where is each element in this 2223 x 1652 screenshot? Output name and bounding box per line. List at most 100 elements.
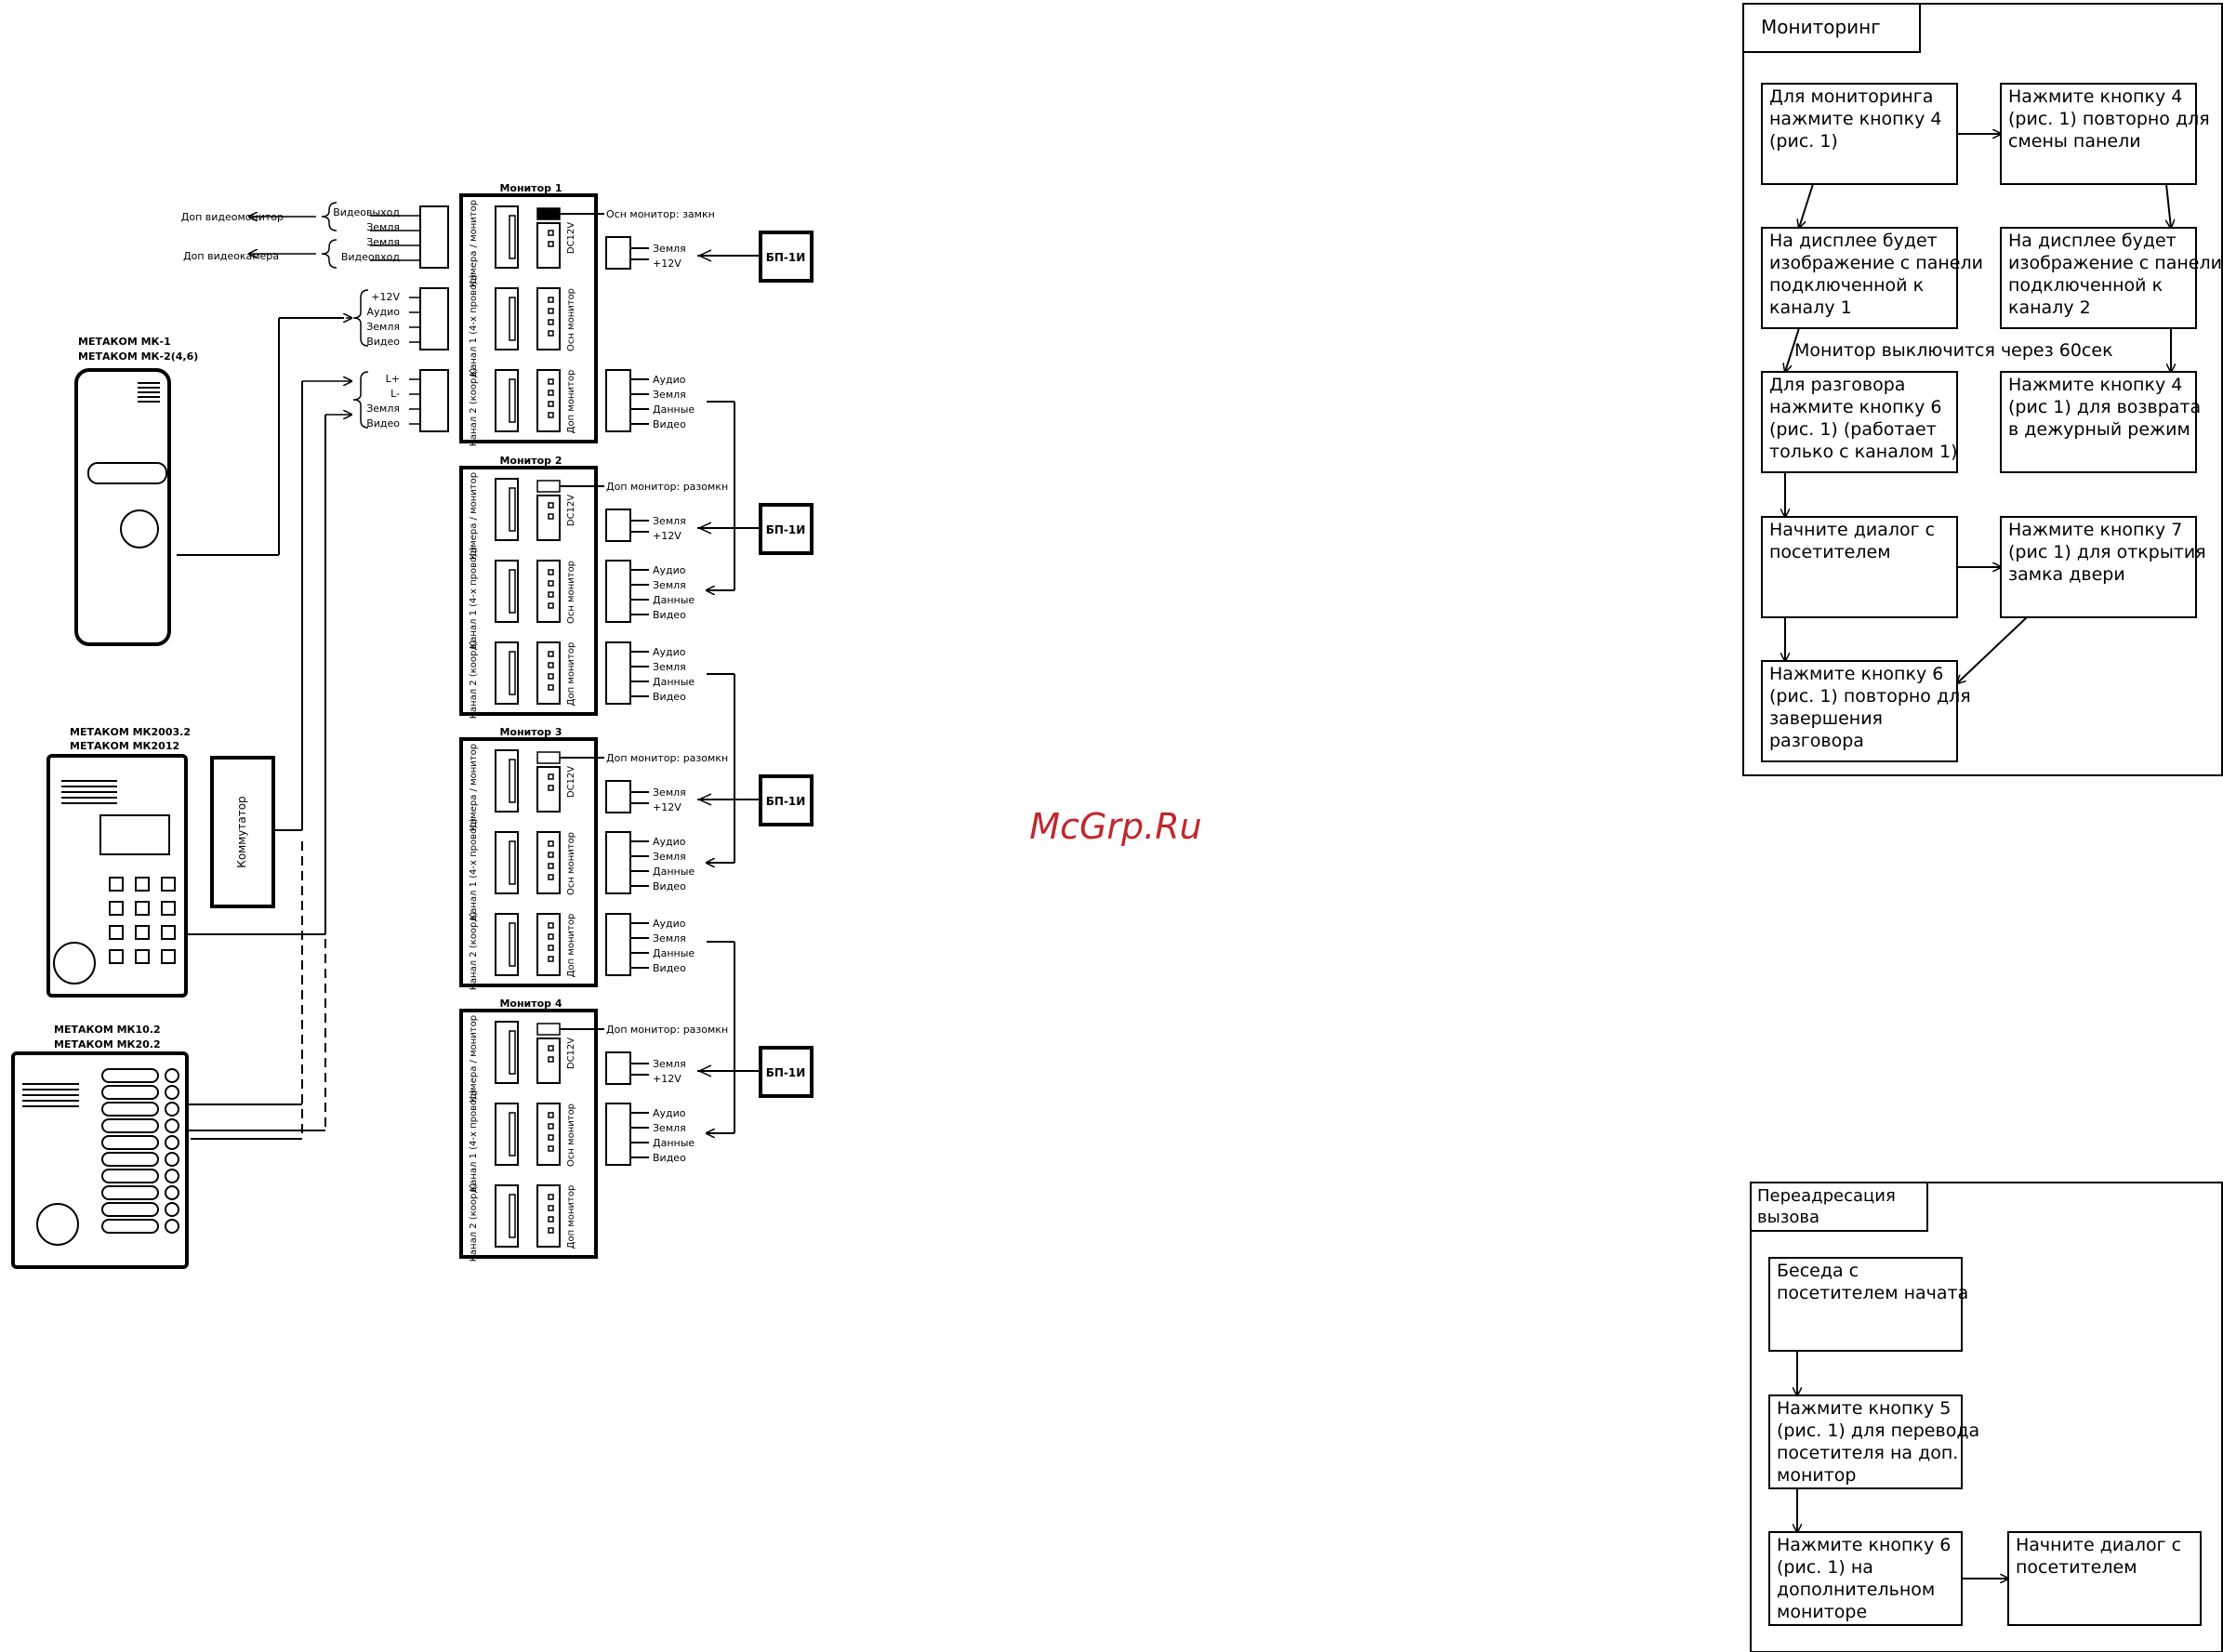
connector-pins [509, 1112, 516, 1156]
keypad-key [161, 925, 176, 940]
keypad-key [135, 901, 150, 916]
flow-step-text: изображение с панели [1769, 253, 1983, 273]
channel1-pin-label: Аудио [366, 306, 400, 318]
channel2-pin-label: L- [390, 388, 400, 400]
flow-step-text: дополнительном [1777, 1579, 1935, 1600]
extra-camera-label: Доп видеокамера [183, 250, 279, 262]
camera-plug [419, 205, 449, 269]
camera-lens [53, 942, 96, 985]
pin [548, 378, 554, 385]
monitor-housing [459, 466, 598, 716]
pin [548, 1056, 554, 1063]
power-unit [759, 774, 814, 826]
keypad-key [109, 949, 124, 964]
connector-socket [495, 287, 519, 350]
flow-step-text: нажмите кнопку 6 [1769, 397, 1941, 417]
flow-step-text: мониторе [1777, 1602, 1867, 1622]
flow-step-text: (рис. 1) для перевода [1777, 1421, 1979, 1441]
flow-step-text: в дежурный режим [2008, 419, 2190, 440]
bus-link [707, 401, 735, 590]
bus-plug [605, 641, 631, 705]
door-panel-mk2003 [46, 754, 188, 998]
bus-plug [605, 913, 631, 976]
bus-link [707, 673, 735, 863]
pin [548, 662, 554, 668]
bus-pin-label: Видео [653, 962, 686, 974]
bus-pin-label: Земля [653, 932, 686, 945]
pin [548, 956, 554, 962]
indicator [165, 1118, 179, 1133]
right-port-label: Доп монитор [566, 370, 576, 434]
redirect-title: вызова [1757, 1208, 1819, 1227]
flow-step-text: Беседа с [1777, 1261, 1859, 1281]
panel2-model: МЕТАКОМ МК2012 [70, 740, 179, 752]
monitor-title: Монитор 1 [499, 182, 562, 194]
pin [548, 1112, 554, 1118]
apartment-button [101, 1118, 159, 1133]
keypad-key [109, 925, 124, 940]
commutator-label: Коммутатор [235, 796, 248, 867]
keypad-key [135, 925, 150, 940]
flow-step-text: Нажмите кнопку 5 [1777, 1398, 1951, 1419]
bus-pin-label: Земля [653, 661, 686, 673]
flow-step-text: На дисплее будет [2008, 231, 2177, 251]
channel1-pin-label: Видео [366, 336, 400, 348]
pin [548, 1194, 554, 1200]
bracket [352, 371, 369, 429]
flow-step-text: Для разговора [1769, 375, 1905, 395]
flow-step-text: монитор [1777, 1465, 1856, 1486]
monitor-housing [459, 1009, 598, 1259]
connector-socket [536, 913, 561, 976]
flow-step-text: Нажмите кнопку 6 [1777, 1535, 1951, 1555]
connector-socket [495, 641, 519, 705]
bus-pin-label: Видео [653, 880, 686, 892]
connector-socket [536, 222, 561, 269]
apartment-button [101, 1085, 159, 1100]
bus-pin-label: Видео [653, 418, 686, 430]
power-unit-label: БП-1И [766, 1066, 806, 1079]
port-label: Камера / монитор [469, 1015, 479, 1103]
panel1-model: МЕТАКОМ МК-1 [78, 336, 171, 348]
arrowhead [697, 522, 712, 535]
camera-pin-label: Земля [366, 236, 400, 248]
flow-step-text: Начните диалог с [2016, 1535, 2181, 1555]
flow-step-text: (рис. 1) на [1777, 1557, 1873, 1578]
keypad-key [135, 949, 150, 964]
flow-step-text: (рис. 1) повторно для [2008, 109, 2210, 129]
bus-pin-label: Земля [653, 389, 686, 401]
pin [548, 241, 554, 247]
pin [548, 863, 554, 869]
pin [548, 401, 554, 407]
channel1-plug [419, 287, 449, 350]
power-unit [759, 503, 814, 555]
flow-step-text: посетителем [2016, 1557, 2137, 1578]
keypad-key [161, 949, 176, 964]
connector-socket [536, 1184, 561, 1248]
connector-socket [536, 495, 561, 541]
power-pin-label: +12V [653, 801, 681, 813]
step-talk [1761, 371, 1958, 473]
flow-step-text: замка двери [2008, 564, 2125, 585]
jumper-label: Доп монитор: разомкн [606, 1024, 728, 1036]
bus-pin-label: Видео [653, 1152, 686, 1164]
channel2-pin-label: L+ [386, 373, 400, 385]
bus-plug [605, 369, 631, 432]
connector-line [2165, 183, 2171, 228]
bus-pin-label: Земля [653, 1122, 686, 1134]
power-plug [605, 1051, 631, 1085]
connector-pins [509, 487, 516, 532]
power-pin-label: +12V [653, 258, 681, 270]
step-channel1-image [1761, 227, 1958, 329]
indicator [165, 1152, 179, 1167]
port-label: Канал 2 (коорд) [469, 1183, 479, 1262]
monitoring-title-box [1742, 3, 1921, 53]
pin [548, 580, 554, 587]
connector-pins [509, 922, 516, 967]
pin [548, 1216, 554, 1222]
connector-socket [495, 831, 519, 894]
